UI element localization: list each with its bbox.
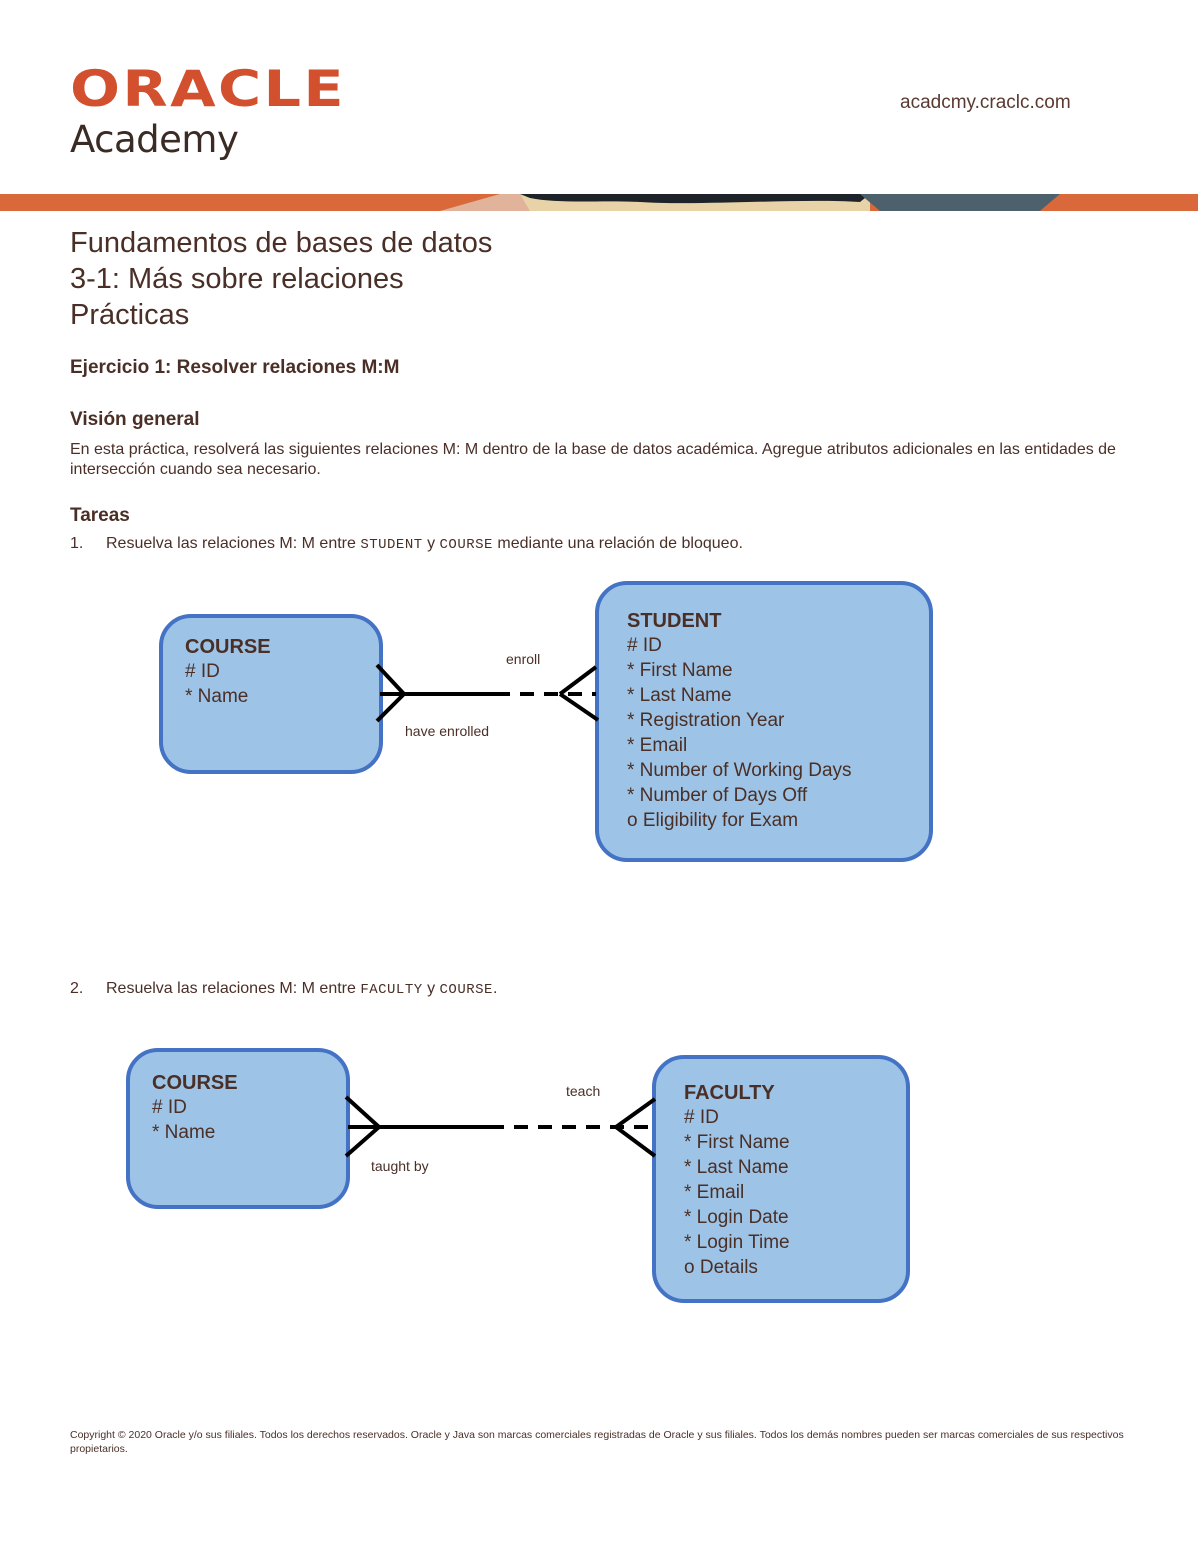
entity-attribute: * Email bbox=[684, 1182, 745, 1203]
task-text: Resuelva las relaciones M: M entre bbox=[106, 980, 361, 997]
entity-box-course: COURSE # ID * Name bbox=[126, 1048, 350, 1209]
overview-heading: Visión general bbox=[70, 409, 200, 430]
entity-attribute: * Name bbox=[185, 686, 249, 707]
task-text: Resuelva las relaciones M: M entre bbox=[106, 535, 361, 552]
entity-attribute: * Login Date bbox=[684, 1207, 789, 1228]
copyright-notice: Copyright © 2020 Oracle y/o sus filiales… bbox=[70, 1429, 1124, 1455]
task-item-1: 1. Resuelva las relaciones M: M entre STU… bbox=[70, 535, 743, 553]
entity-attribute: # ID bbox=[627, 635, 662, 656]
exercise-title: Ejercicio 1: Resolver relaciones M:M bbox=[70, 357, 400, 378]
site-url-link[interactable]: acadcmy.craclc.com bbox=[900, 92, 1071, 113]
crows-foot-icon bbox=[558, 665, 600, 722]
entity-attribute: * Registration Year bbox=[627, 710, 785, 731]
entity-attribute: # ID bbox=[152, 1097, 187, 1118]
task-text: y bbox=[422, 535, 440, 552]
entity-code-course: COURSE bbox=[439, 982, 493, 998]
entity-box-student: STUDENT # ID * First Name * Last Name * … bbox=[595, 581, 933, 862]
entity-attribute: * Name bbox=[152, 1122, 216, 1143]
entity-attribute: # ID bbox=[684, 1107, 719, 1128]
entity-box-course: COURSE # ID * Name bbox=[159, 614, 383, 774]
entity-name: STUDENT bbox=[627, 610, 722, 632]
task-text: . bbox=[492, 980, 498, 997]
document-title: Fundamentos de bases de datos 3-1: Más s… bbox=[70, 225, 492, 333]
entity-attribute: o Eligibility for Exam bbox=[627, 810, 799, 831]
entity-name: FACULTY bbox=[684, 1082, 775, 1104]
entity-attribute: * Number of Days Off bbox=[627, 785, 808, 806]
oracle-logo: ORACLE bbox=[70, 64, 346, 112]
entity-name: COURSE bbox=[185, 636, 271, 658]
entity-attribute: o Details bbox=[684, 1257, 758, 1278]
academy-wordmark: Academy bbox=[70, 118, 239, 161]
entity-attribute: # ID bbox=[185, 661, 220, 682]
entity-code-faculty: FACULTY bbox=[360, 982, 423, 998]
entity-attribute: * Number of Working Days bbox=[627, 760, 852, 781]
relationship-label-bottom: have enrolled bbox=[405, 723, 490, 739]
task-number: 1. bbox=[70, 535, 84, 552]
title-line-type: Prácticas bbox=[70, 299, 190, 331]
entity-attribute: * Last Name bbox=[684, 1157, 789, 1178]
decorative-banner bbox=[0, 194, 1198, 211]
relationship-label-bottom: taught by bbox=[371, 1158, 429, 1174]
entity-code-course: COURSE bbox=[439, 537, 493, 553]
task-number: 2. bbox=[70, 980, 84, 997]
svg-text:ORACLE: ORACLE bbox=[70, 64, 346, 112]
title-line-course: Fundamentos de bases de datos bbox=[70, 227, 493, 259]
entity-name: COURSE bbox=[152, 1072, 238, 1094]
task-item-2: 2. Resuelva las relaciones M: M entre FAC… bbox=[70, 980, 497, 998]
entity-attribute: * First Name bbox=[627, 660, 733, 681]
relationship-label-top: enroll bbox=[506, 651, 541, 667]
overview-text: En esta práctica, resolverá las siguient… bbox=[70, 441, 1116, 478]
entity-code-student: STUDENT bbox=[360, 537, 423, 553]
entity-box-faculty: FACULTY # ID * First Name * Last Name * … bbox=[652, 1055, 910, 1303]
relationship-label-top: teach bbox=[566, 1083, 601, 1099]
crows-foot-icon bbox=[614, 1097, 657, 1158]
entity-attribute: * Login Time bbox=[684, 1232, 790, 1253]
crows-foot-icon bbox=[344, 1095, 381, 1158]
title-line-lesson: 3-1: Más sobre relaciones bbox=[70, 263, 404, 295]
entity-attribute: * Last Name bbox=[627, 685, 732, 706]
tasks-heading: Tareas bbox=[70, 505, 130, 526]
task-text: mediante una relación de bloqueo. bbox=[492, 535, 743, 552]
task-text: y bbox=[422, 980, 440, 997]
entity-attribute: * Email bbox=[627, 735, 688, 756]
entity-attribute: * First Name bbox=[684, 1132, 790, 1153]
